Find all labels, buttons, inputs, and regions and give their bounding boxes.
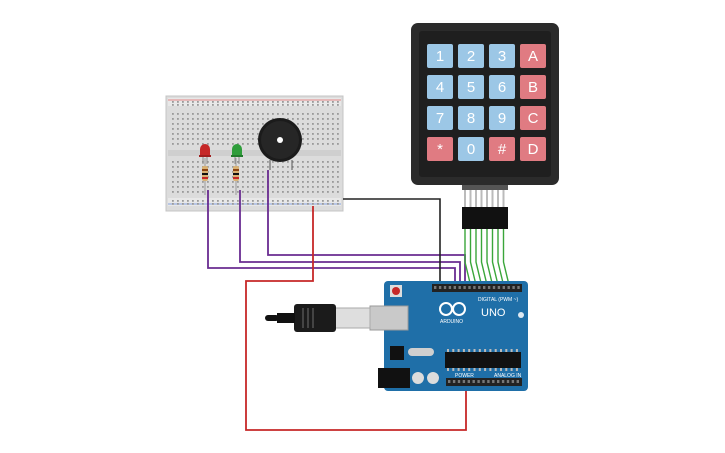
key-9[interactable]: 9 — [489, 106, 515, 130]
key-star[interactable]: * — [427, 137, 453, 161]
key-label: 6 — [498, 79, 506, 96]
wires — [207, 170, 511, 431]
key-label: * — [437, 141, 443, 158]
key-label: B — [528, 79, 538, 96]
power-label: POWER — [455, 373, 474, 379]
key-label: # — [498, 141, 507, 158]
key-label: 2 — [467, 48, 475, 65]
breadboard[interactable] — [165, 95, 344, 212]
key-8[interactable]: 8 — [458, 106, 484, 130]
key-label: A — [528, 48, 538, 65]
key-label: 3 — [498, 48, 506, 65]
key-6[interactable]: 6 — [489, 75, 515, 99]
analog-label: ANALOG IN — [494, 373, 522, 379]
key-label: C — [528, 110, 539, 127]
keypad-4x4[interactable]: 1 2 3 A 4 5 6 B 7 8 9 C * 0 # D — [411, 23, 559, 229]
key-label: 4 — [436, 79, 444, 96]
key-a[interactable]: A — [520, 44, 546, 68]
wire-red-led[interactable] — [207, 190, 456, 287]
keypad-wires — [464, 229, 511, 288]
key-4[interactable]: 4 — [427, 75, 453, 99]
key-label: 7 — [436, 110, 444, 127]
led-red[interactable] — [199, 144, 211, 164]
key-hash[interactable]: # — [489, 137, 515, 161]
key-label: 8 — [467, 110, 475, 127]
breadboard-holes — [172, 101, 339, 205]
arduino-brand: ARDUINO — [440, 319, 463, 325]
key-2[interactable]: 2 — [458, 44, 484, 68]
key-b[interactable]: B — [520, 75, 546, 99]
key-label: 0 — [467, 141, 475, 158]
key-5[interactable]: 5 — [458, 75, 484, 99]
key-label: 9 — [498, 110, 506, 127]
digital-label: DIGITAL (PWM ~) — [478, 297, 518, 303]
arduino-logo-icon — [439, 302, 466, 316]
arduino-model: UNO — [481, 307, 506, 319]
key-label: 1 — [436, 48, 444, 65]
key-c[interactable]: C — [520, 106, 546, 130]
key-3[interactable]: 3 — [489, 44, 515, 68]
key-label: 5 — [467, 79, 475, 96]
resistor-red-led — [202, 158, 208, 195]
wire-green-led[interactable] — [239, 190, 461, 287]
wire-power[interactable] — [245, 206, 467, 431]
key-7[interactable]: 7 — [427, 106, 453, 130]
piezo-buzzer[interactable] — [258, 118, 302, 170]
key-label: D — [528, 141, 539, 158]
key-1[interactable]: 1 — [427, 44, 453, 68]
key-d[interactable]: D — [520, 137, 546, 161]
wire-buzzer[interactable] — [267, 170, 466, 287]
arduino-uno[interactable]: ARDUINO UNO DIGITAL (PWM ~) POWER ANALOG… — [369, 281, 528, 391]
resistor-green-led — [233, 158, 239, 195]
key-0[interactable]: 0 — [458, 137, 484, 161]
usb-cable[interactable] — [265, 304, 371, 332]
wire-ground[interactable] — [343, 198, 441, 287]
led-green[interactable] — [231, 144, 243, 164]
